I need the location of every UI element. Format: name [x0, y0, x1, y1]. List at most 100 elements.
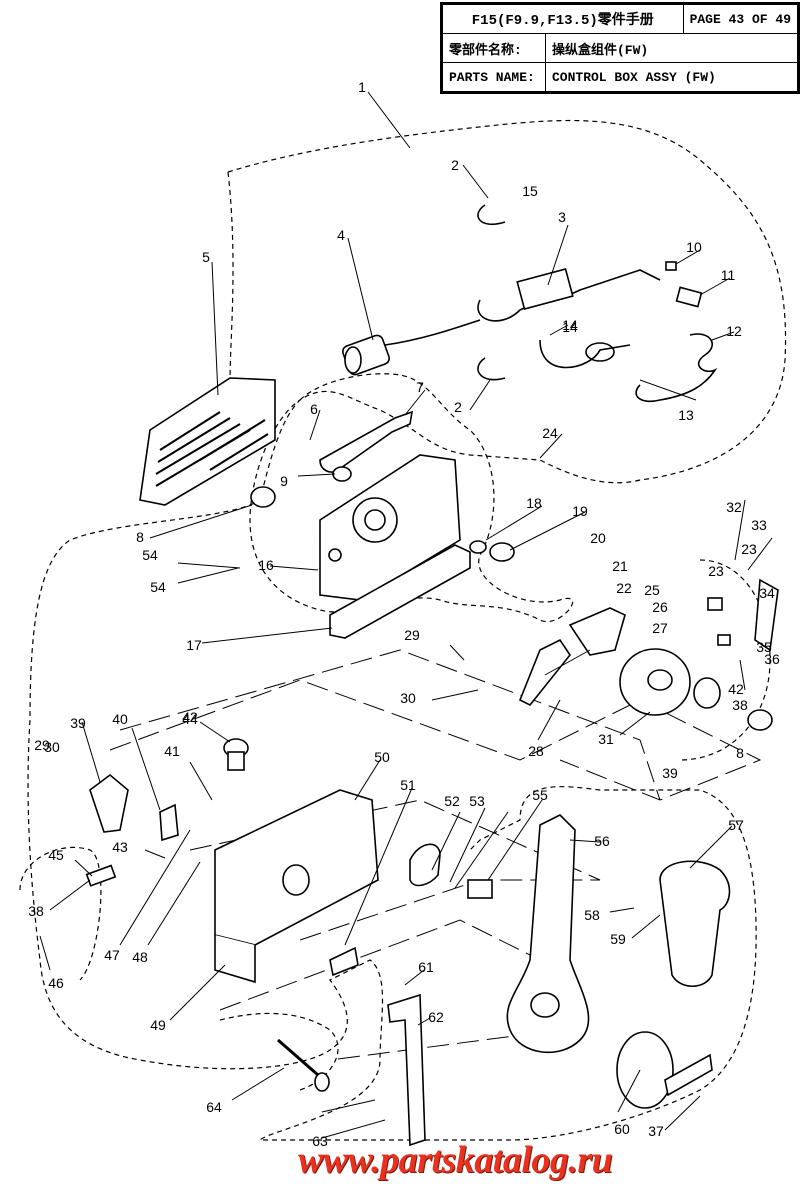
- group-24-boundary: [249, 373, 574, 623]
- callout-52: 52: [444, 793, 460, 809]
- group-left-boundary: [19, 846, 102, 981]
- callout-46: 46: [48, 975, 64, 991]
- callout-55: 55: [532, 787, 548, 803]
- callout-54: 54: [142, 547, 158, 563]
- callout-57: 57: [728, 817, 744, 833]
- callout-24: 24: [542, 425, 558, 441]
- callout-47: 47: [104, 947, 120, 963]
- callout-22: 22: [616, 580, 632, 596]
- pin-part-45: [85, 864, 117, 887]
- callout-45: 45: [48, 847, 64, 863]
- grommet-part-9: [332, 466, 352, 482]
- callout-14: 14: [562, 317, 578, 333]
- callout-61: 61: [418, 959, 434, 975]
- callout-42: 42: [182, 709, 198, 725]
- clip-part-2-upper: [477, 204, 506, 225]
- callout-2: 2: [454, 399, 462, 415]
- callout-29: 29: [34, 737, 50, 753]
- guide-plane-bottom: [219, 919, 561, 1061]
- housing-part-50: [214, 789, 379, 984]
- callout-8: 8: [736, 745, 744, 761]
- bracket-part-17: [329, 544, 471, 639]
- cover-panel-part-5: [139, 377, 276, 506]
- callout-49: 49: [150, 1017, 166, 1033]
- spring-plate-part-36: [754, 578, 779, 652]
- callout-30: 30: [400, 690, 416, 706]
- title-block: F15(F9.9,F13.5)零件手册 PAGE 43 OF 49 零部件名称:…: [440, 2, 800, 94]
- cover-part-11: [675, 286, 703, 308]
- callout-44: 44: [182, 711, 198, 727]
- base-plate-part-16: [319, 454, 461, 601]
- link-part-7: [319, 410, 414, 473]
- bolt-part-64: [277, 1038, 330, 1092]
- callout-42: 42: [728, 681, 744, 697]
- callout-56: 56: [594, 833, 610, 849]
- parts-name-label-cn: 零部件名称:: [442, 33, 546, 63]
- part-35: [717, 634, 731, 646]
- callout-50: 50: [374, 749, 390, 765]
- callout-19: 19: [572, 503, 588, 519]
- callout-37: 37: [648, 1123, 664, 1139]
- callout-59: 59: [610, 931, 626, 947]
- callout-16: 16: [258, 557, 274, 573]
- grommet-part-8-right: [747, 709, 773, 731]
- lever-part-62: [387, 993, 426, 1147]
- callout-39: 39: [662, 765, 678, 781]
- assy-boundary-1: [27, 119, 787, 1141]
- callout-33: 33: [751, 517, 767, 533]
- callout-14: 14: [562, 319, 578, 335]
- callout-41: 41: [164, 743, 180, 759]
- callout-58: 58: [584, 907, 600, 923]
- harness-part-3: [384, 268, 661, 369]
- ring-part-19: [489, 542, 515, 562]
- plug-part-55: [467, 879, 493, 899]
- callout-29: 29: [404, 627, 420, 643]
- clip-part-10: [665, 261, 677, 271]
- parts-name-value-en: CONTROL BOX ASSY (FW): [545, 62, 798, 92]
- callout-12: 12: [726, 323, 742, 339]
- label-part-37: [664, 1053, 713, 1097]
- callout-9: 9: [280, 473, 288, 489]
- callout-10: 10: [686, 239, 702, 255]
- callout-31: 31: [598, 731, 614, 747]
- disc-part-60: [616, 1031, 674, 1109]
- callout-34: 34: [759, 585, 775, 601]
- group-right-boundary: [679, 559, 771, 761]
- callout-43: 43: [112, 839, 128, 855]
- callout-51: 51: [400, 777, 416, 793]
- bracket-part-52: [409, 843, 441, 887]
- callout-38: 38: [28, 903, 44, 919]
- callout-5: 5: [202, 249, 210, 265]
- callout-40: 40: [112, 711, 128, 727]
- callout-54: 54: [150, 579, 166, 595]
- callout-21: 21: [612, 558, 628, 574]
- callout-13: 13: [678, 407, 694, 423]
- plate-part-40: [89, 773, 129, 833]
- callout-15: 15: [522, 183, 538, 199]
- switch-part-44: [223, 738, 249, 771]
- callout-28: 28: [528, 743, 544, 759]
- clip-part-2-lower: [477, 357, 506, 381]
- callout-23: 23: [708, 563, 724, 579]
- callout-26: 26: [652, 599, 668, 615]
- part-33: [707, 597, 723, 611]
- guide-plane-lower: [119, 649, 661, 801]
- switch-part-4: [342, 334, 390, 376]
- callout-38: 38: [732, 697, 748, 713]
- callout-11: 11: [721, 267, 736, 283]
- grip-part-57: [659, 860, 731, 988]
- callout-62: 62: [428, 1009, 444, 1025]
- callout-17: 17: [186, 637, 202, 653]
- callout-20: 20: [590, 530, 606, 546]
- callout-7: 7: [416, 379, 424, 395]
- washer-part-39: [693, 677, 721, 709]
- callout-27: 27: [652, 620, 668, 636]
- cam-part-31: [619, 648, 691, 716]
- lever-part-41: [159, 803, 179, 842]
- callout-18: 18: [526, 495, 542, 511]
- watermark: www.partskatalog.ru: [298, 1139, 613, 1181]
- callout-35: 35: [756, 639, 772, 655]
- lever-part-28: [518, 638, 571, 707]
